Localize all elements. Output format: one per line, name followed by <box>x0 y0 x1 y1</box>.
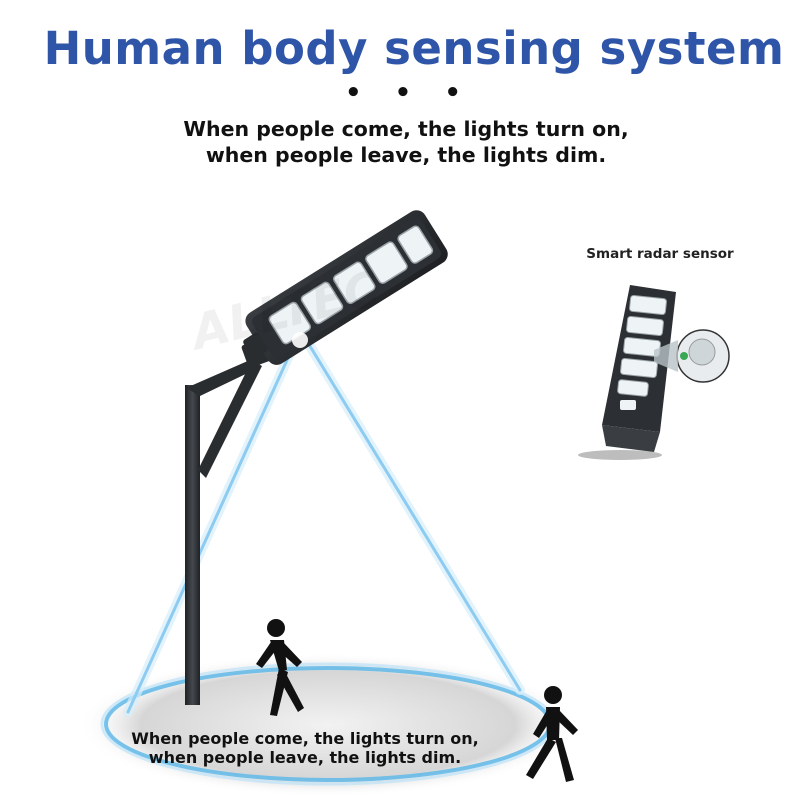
radar-sensor-icon <box>578 285 730 460</box>
subtitle-line-2: when people leave, the lights dim. <box>205 143 607 167</box>
ground-caption-line-1: When people come, the lights turn on, <box>131 729 479 748</box>
pole-icon <box>185 336 277 705</box>
subtitle-line-1: When people come, the lights turn on, <box>183 117 629 141</box>
sensor-label: Smart radar sensor <box>586 246 734 262</box>
title-dots: • • • <box>345 78 473 108</box>
light-beam <box>123 333 525 717</box>
ground-caption-line-2: when people leave, the lights dim. <box>148 748 462 767</box>
ground-caption: When people come, the lights turn on, wh… <box>105 729 505 767</box>
walking-person-icon <box>256 619 304 716</box>
street-light-icon <box>243 210 448 365</box>
subtitle: When people come, the lights turn on, wh… <box>0 116 800 168</box>
page-title: Human body sensing system <box>43 22 785 75</box>
ground-shadow <box>78 653 578 797</box>
walking-person-icon <box>526 686 578 782</box>
